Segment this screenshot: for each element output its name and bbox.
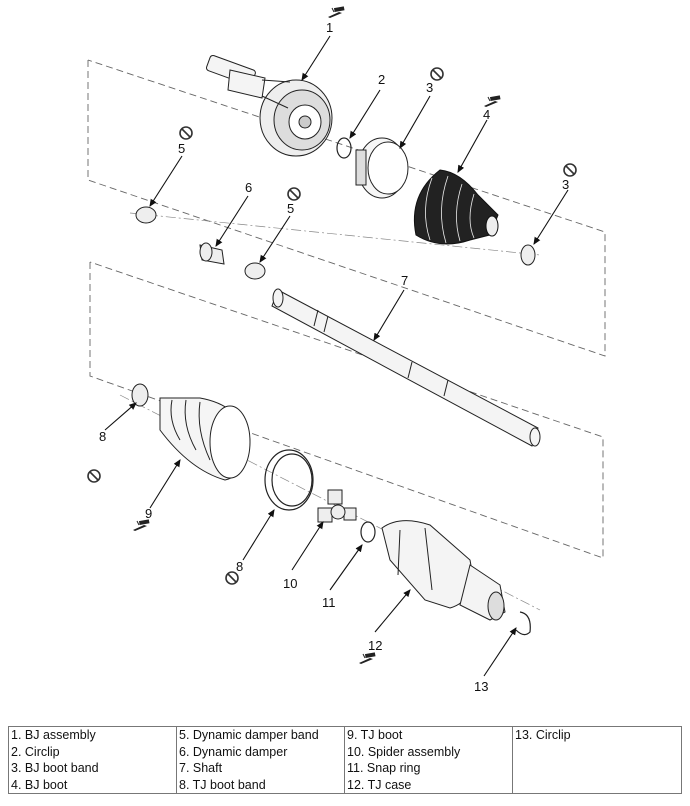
callout-8: 8 bbox=[99, 429, 106, 444]
callout-1: 1 bbox=[326, 20, 333, 35]
tj-boot-band bbox=[264, 449, 314, 511]
callout-12: 12 bbox=[368, 638, 382, 653]
dynamic-damper bbox=[199, 242, 225, 265]
callout-5: 5 bbox=[287, 201, 294, 216]
callout-4: 4 bbox=[483, 107, 490, 122]
dynamic-damper-band-right bbox=[244, 262, 266, 280]
do-not-reuse-icon bbox=[563, 163, 577, 177]
bj-boot bbox=[413, 169, 499, 245]
callout-5: 5 bbox=[178, 141, 185, 156]
legend-item: 12. TJ case bbox=[347, 777, 412, 792]
legend-item: 9. TJ boot bbox=[347, 728, 403, 742]
legend-item: 11. Snap ring bbox=[347, 761, 421, 775]
tj-boot bbox=[159, 397, 251, 481]
snap-ring bbox=[360, 521, 376, 543]
spider-assembly bbox=[317, 489, 357, 523]
legend-column-3: 9. TJ boot 10. Spider assembly 11. Snap … bbox=[344, 726, 513, 794]
circlip-tj bbox=[515, 611, 531, 636]
legend-item: 3. BJ boot band bbox=[11, 761, 99, 775]
bj-boot-band bbox=[355, 137, 409, 199]
tj-case bbox=[381, 520, 506, 621]
callout-3: 3 bbox=[426, 80, 433, 95]
grease-icon bbox=[358, 651, 377, 665]
callout-2: 2 bbox=[378, 72, 385, 87]
callout-3: 3 bbox=[562, 177, 569, 192]
callout-8: 8 bbox=[236, 559, 243, 574]
legend-item: 4. BJ boot bbox=[11, 777, 68, 792]
do-not-reuse-icon bbox=[179, 126, 193, 140]
grease-icon bbox=[132, 518, 151, 532]
legend-item: 7. Shaft bbox=[179, 761, 223, 775]
legend-column-2: 5. Dynamic damper band 6. Dynamic damper… bbox=[176, 726, 345, 794]
legend-column-1: 1. BJ assembly 2. Circlip 3. BJ boot ban… bbox=[8, 726, 177, 794]
grease-icon bbox=[483, 94, 502, 108]
bj-boot-band-small bbox=[520, 244, 536, 266]
upper-assembly-frame bbox=[87, 59, 606, 357]
legend-item: 5. Dynamic damper band bbox=[179, 728, 319, 742]
exploded-drive-shaft-diagram: 1 2 3 4 5 6 5 3 7 8 9 8 10 11 12 13 bbox=[87, 5, 606, 694]
bj-assembly bbox=[205, 54, 333, 157]
shaft bbox=[271, 288, 541, 447]
callout-10: 10 bbox=[283, 576, 297, 591]
callout-7: 7 bbox=[401, 273, 408, 288]
legend-item: 8. TJ boot band bbox=[179, 777, 266, 792]
callout-13: 13 bbox=[474, 679, 488, 694]
legend-item: 6. Dynamic damper bbox=[179, 744, 288, 759]
parts-legend-table: 1. BJ assembly 2. Circlip 3. BJ boot ban… bbox=[8, 726, 682, 794]
do-not-reuse-icon bbox=[287, 187, 301, 201]
circlip-bj bbox=[336, 137, 352, 159]
do-not-reuse-icon bbox=[430, 67, 444, 81]
legend-column-4: 13. Circlip bbox=[512, 726, 682, 794]
legend-item: 10. Spider assembly bbox=[347, 744, 461, 759]
callout-11: 11 bbox=[322, 595, 336, 610]
callout-6: 6 bbox=[245, 180, 252, 195]
legend-item: 13. Circlip bbox=[515, 728, 571, 742]
dynamic-damper-band-left bbox=[135, 206, 157, 224]
tj-boot-band-small bbox=[131, 383, 149, 407]
callout-9: 9 bbox=[145, 506, 152, 521]
legend-item: 1. BJ assembly bbox=[11, 728, 96, 742]
legend-item: 2. Circlip bbox=[11, 744, 60, 759]
do-not-reuse-icon bbox=[87, 469, 101, 483]
grease-icon bbox=[327, 5, 346, 19]
